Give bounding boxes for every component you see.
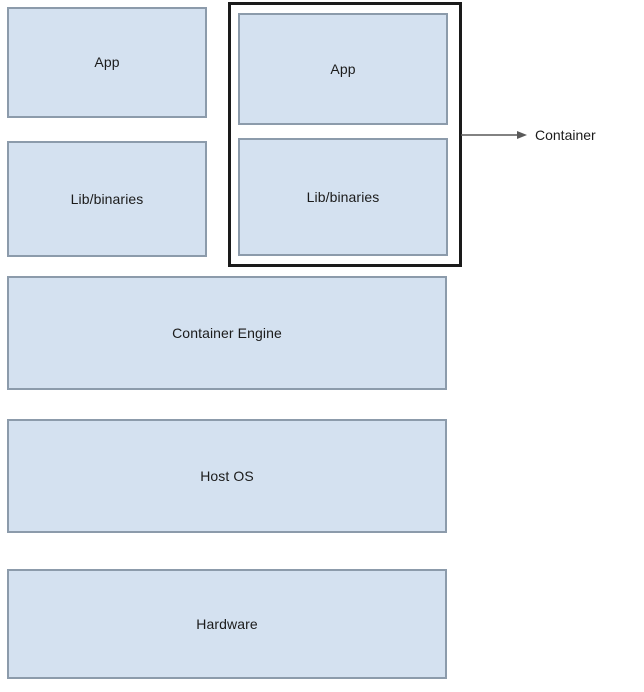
- hardware-label: Hardware: [196, 615, 258, 632]
- left-lib-binaries-box[interactable]: Lib/binaries: [7, 141, 207, 257]
- container-engine-label: Container Engine: [172, 324, 282, 341]
- container-engine-box[interactable]: Container Engine: [7, 276, 447, 390]
- container-lib-binaries-box[interactable]: Lib/binaries: [238, 138, 448, 256]
- host-os-label: Host OS: [200, 467, 254, 484]
- arrow-right-icon: [461, 131, 527, 139]
- left-app-label: App: [94, 54, 120, 71]
- container-app-box[interactable]: App: [238, 13, 448, 125]
- container-lib-binaries-label: Lib/binaries: [306, 188, 380, 205]
- container-callout-label: Container: [535, 127, 596, 143]
- hardware-box[interactable]: Hardware: [7, 569, 447, 679]
- left-lib-binaries-label: Lib/binaries: [70, 190, 144, 207]
- host-os-box[interactable]: Host OS: [7, 419, 447, 533]
- left-app-box[interactable]: App: [7, 7, 207, 118]
- container-callout: Container: [461, 124, 644, 146]
- container-app-label: App: [330, 60, 356, 77]
